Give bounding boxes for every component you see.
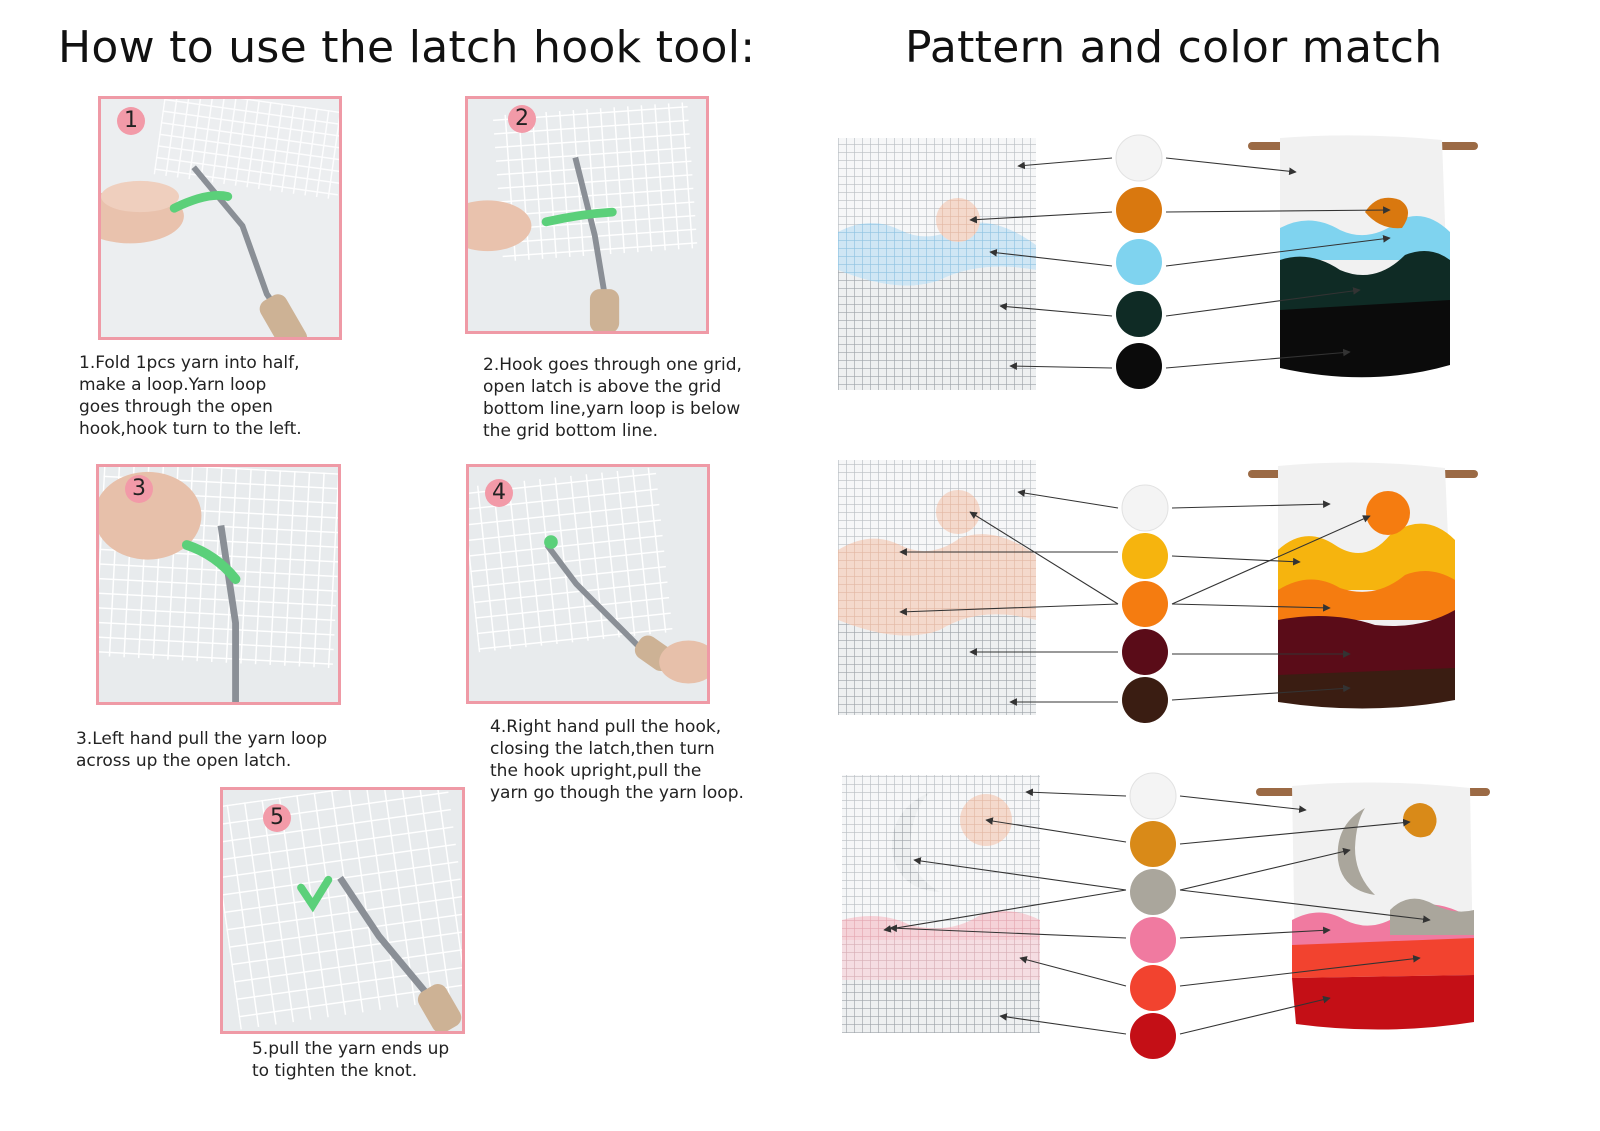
arrow	[1017, 157, 1113, 170]
left-title: How to use the latch hook tool:	[58, 22, 756, 73]
arrow	[1165, 157, 1297, 176]
arrow	[1019, 956, 1127, 987]
arrow	[1171, 555, 1301, 566]
arrow	[1171, 684, 1351, 701]
pattern-1-rug	[1248, 135, 1478, 378]
pattern-color-match	[838, 134, 1490, 1059]
arrow	[969, 511, 1119, 605]
step-1-caption: 1.Fold 1pcs yarn into half, make a loop.…	[79, 353, 302, 439]
arrow	[889, 924, 1127, 939]
pattern-3-swatch-4	[1130, 917, 1176, 963]
arrow	[999, 302, 1113, 317]
arrow	[985, 817, 1127, 843]
pattern-2-rug	[1248, 462, 1478, 709]
pattern-3-swatch-6	[1130, 1013, 1176, 1059]
pattern-3-rug	[1256, 782, 1490, 1030]
pattern-3-canvas	[842, 775, 1040, 1033]
step-3-photo: 3	[96, 464, 341, 705]
pattern-3-swatch-1	[1129, 772, 1177, 820]
step-3-illustration	[99, 467, 338, 702]
arrow	[1025, 788, 1127, 797]
pattern-2-canvas	[838, 460, 1036, 715]
step-5-photo: 5	[220, 787, 465, 1034]
pattern-2-swatch-5	[1122, 677, 1168, 723]
arrow	[1179, 795, 1307, 814]
arrow	[1171, 515, 1371, 605]
swatch-layer	[1115, 134, 1177, 1059]
pattern-1-swatch-3	[1116, 239, 1162, 285]
arrow	[899, 603, 1119, 616]
step-2-caption: 2.Hook goes through one grid, open latch…	[483, 355, 742, 441]
arrow	[1009, 362, 1113, 370]
step-4-photo: 4	[466, 464, 710, 704]
step-2-photo: 2	[465, 96, 709, 334]
arrow	[913, 857, 1127, 891]
step-3-badge: 3	[125, 475, 153, 503]
right-title: Pattern and color match	[905, 22, 1443, 73]
arrow	[1165, 348, 1351, 369]
pattern-1-swatch-1	[1115, 134, 1163, 182]
arrow	[1179, 926, 1331, 939]
step-5-badge: 5	[263, 804, 291, 832]
pattern-2-swatch-1	[1121, 484, 1169, 532]
arrow	[1165, 235, 1391, 267]
pattern-2-swatch-2	[1122, 533, 1168, 579]
pattern-1-swatch-2	[1116, 187, 1162, 233]
step-2-badge: 2	[508, 105, 536, 133]
arrow	[1171, 500, 1331, 509]
arrow	[1171, 603, 1331, 612]
arrow	[1179, 818, 1411, 845]
arrow	[1165, 206, 1391, 214]
pattern-3-swatch-2	[1130, 821, 1176, 867]
arrow	[883, 889, 1127, 933]
arrow	[1017, 489, 1119, 509]
pattern-2-swatch-3	[1122, 581, 1168, 627]
arrow	[1179, 889, 1431, 923]
step-4-illustration	[469, 467, 707, 701]
step-4-badge: 4	[485, 479, 513, 507]
step-2-illustration	[468, 99, 706, 331]
arrow	[1179, 847, 1351, 891]
arrow	[969, 211, 1113, 224]
arrow	[989, 248, 1113, 267]
step-4-caption: 4.Right hand pull the hook, closing the …	[490, 717, 744, 803]
step-5-caption: 5.pull the yarn ends up to tighten the k…	[252, 1039, 450, 1081]
pattern-2-swatch-4	[1122, 629, 1168, 675]
step-1-badge: 1	[117, 107, 145, 135]
pattern-1-canvas	[838, 138, 1036, 390]
arrow	[999, 1013, 1127, 1035]
arrow	[1165, 287, 1361, 317]
pattern-1-swatch-4	[1116, 291, 1162, 337]
step-5-illustration	[223, 790, 462, 1031]
pattern-3-swatch-3	[1130, 869, 1176, 915]
arrow	[1179, 954, 1421, 987]
pattern-1-swatch-5	[1116, 343, 1162, 389]
step-1-illustration	[101, 99, 339, 337]
arrow	[1179, 995, 1331, 1035]
pattern-3-swatch-5	[1130, 965, 1176, 1011]
step-1-photo: 1	[98, 96, 342, 340]
step-3-caption: 3.Left hand pull the yarn loop across up…	[76, 729, 328, 771]
arrow-lines	[883, 157, 1431, 1035]
